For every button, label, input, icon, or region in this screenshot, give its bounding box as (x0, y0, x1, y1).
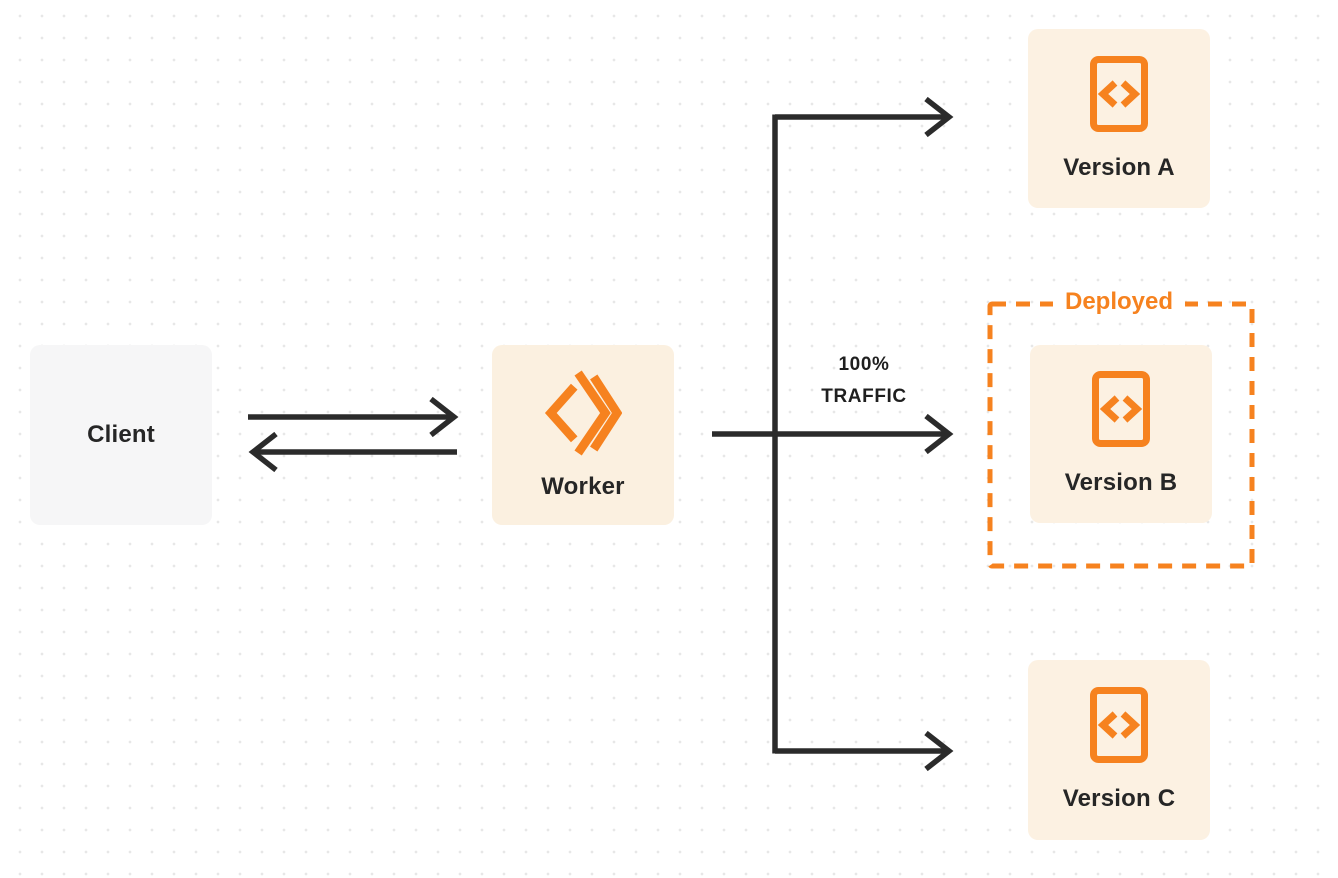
client-to-worker-arrow (248, 396, 459, 438)
version-a-node: Version A (1028, 29, 1210, 208)
worker-to-version-c-arrow (775, 730, 954, 772)
worker-to-client-arrow (248, 431, 457, 473)
client-node: Client (30, 345, 212, 525)
version-a-node-label: Version A (1063, 153, 1175, 181)
code-document-icon (1090, 687, 1148, 763)
traffic-percentage-caption: TRAFFIC (821, 386, 907, 407)
client-node-label: Client (87, 421, 155, 448)
version-c-node-label: Version C (1062, 785, 1176, 812)
workers-logo-icon (544, 370, 622, 456)
worker-node-label: Worker (541, 472, 625, 500)
version-b-node-label: Version B (1064, 469, 1178, 496)
version-b-node: Version B (1030, 345, 1212, 523)
worker-to-version-b-arrow (775, 413, 954, 455)
version-c-node: Version C (1028, 660, 1210, 840)
code-document-icon (1092, 371, 1150, 447)
traffic-percentage-value: 100% (838, 354, 890, 375)
deployed-badge: Deployed (1052, 287, 1186, 316)
worker-to-version-a-arrow (775, 96, 954, 138)
traffic-percentage-label: 100% TRAFFIC (790, 349, 938, 413)
code-document-icon (1090, 55, 1148, 132)
worker-node: Worker (492, 345, 674, 525)
worker-branch-trunk (712, 114, 778, 754)
